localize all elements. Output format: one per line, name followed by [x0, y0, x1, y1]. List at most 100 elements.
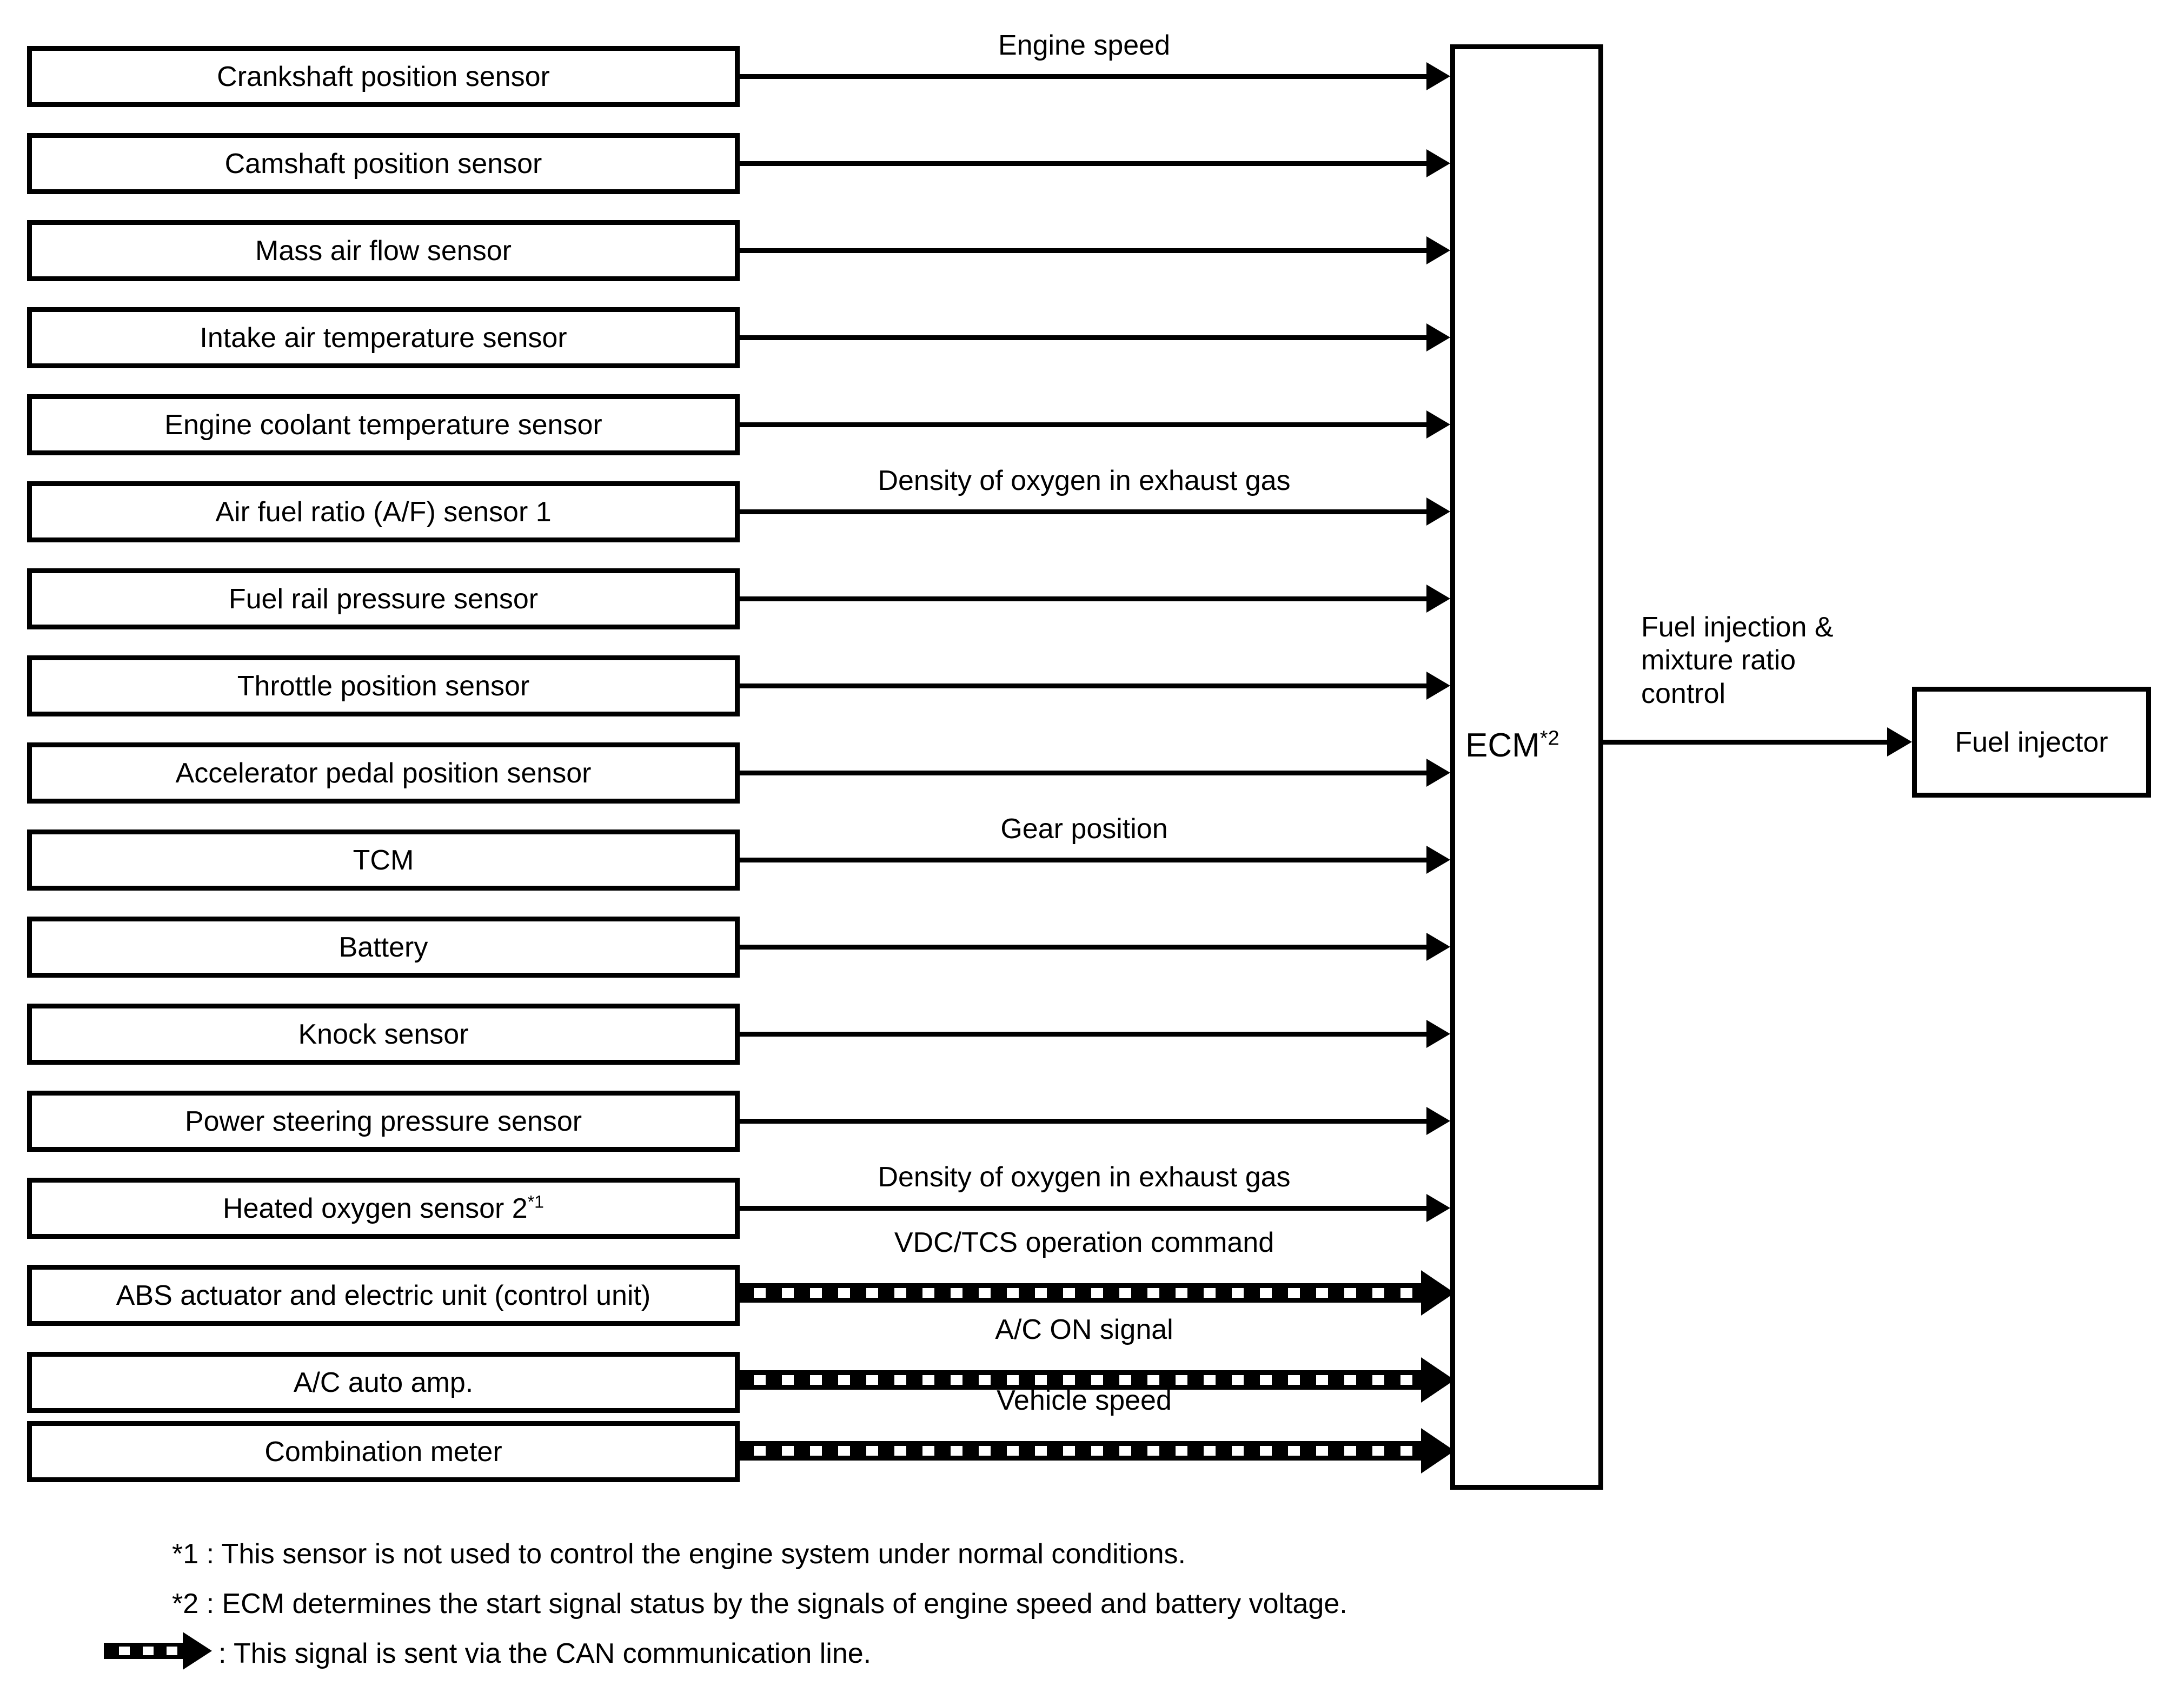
- can-signal-line-vehicle-speed: [740, 1441, 1433, 1461]
- can-dash-segment: [1035, 1288, 1047, 1298]
- can-dash-segment: [1344, 1446, 1356, 1456]
- source-box-label: Crankshaft position sensor: [217, 61, 550, 92]
- signal-line-fuel-rail-pressure: [740, 596, 1429, 601]
- can-dash-segment: [951, 1288, 962, 1298]
- source-box-engine-coolant-temperature-sensor[interactable]: Engine coolant temperature sensor: [27, 394, 740, 455]
- source-box-label: Engine coolant temperature sensor: [164, 409, 602, 441]
- signal-line-engine-coolant-temp: [740, 422, 1429, 427]
- source-box-battery[interactable]: Battery: [27, 917, 740, 978]
- can-dash-segment: [1091, 1288, 1103, 1298]
- footnote-3: : This signal is sent via the CAN commun…: [218, 1638, 872, 1669]
- fuel-injector-label: Fuel injector: [1955, 726, 2108, 758]
- source-box-accelerator-pedal-position-sensor[interactable]: Accelerator pedal position sensor: [27, 742, 740, 804]
- source-box-tcm[interactable]: TCM: [27, 829, 740, 891]
- source-box-label: ABS actuator and electric unit (control …: [116, 1279, 651, 1311]
- arrowhead-icon: [1426, 585, 1450, 613]
- can-dash-segment: [866, 1375, 878, 1385]
- source-box-air-fuel-ratio-sensor-1[interactable]: Air fuel ratio (A/F) sensor 1: [27, 481, 740, 542]
- can-dash-segment: [1147, 1446, 1159, 1456]
- can-dash-segment: [810, 1288, 822, 1298]
- source-box-label: Power steering pressure sensor: [184, 1105, 582, 1137]
- can-dash-segment: [1204, 1288, 1216, 1298]
- can-dash-segment: [1204, 1446, 1216, 1456]
- arrowhead-icon: [1426, 410, 1450, 439]
- can-dash-segment: [1147, 1288, 1159, 1298]
- signal-line-gear-position: [740, 858, 1429, 862]
- source-box-throttle-position-sensor[interactable]: Throttle position sensor: [27, 655, 740, 716]
- can-dash-segment: [1091, 1375, 1103, 1385]
- can-dash-segment: [1035, 1446, 1047, 1456]
- can-dash-segment: [1344, 1288, 1356, 1298]
- source-box-label: Knock sensor: [298, 1018, 469, 1050]
- can-dash-segment: [1400, 1375, 1412, 1385]
- arrowhead-icon: [1426, 672, 1450, 700]
- can-dash-segment: [782, 1446, 794, 1456]
- can-dash-segment: [1119, 1375, 1131, 1385]
- can-dash-segment: [894, 1288, 906, 1298]
- can-dash-segment: [922, 1288, 934, 1298]
- can-dash-segment: [1063, 1446, 1075, 1456]
- signal-label-vehicle-speed: Vehicle speed: [997, 1385, 1172, 1416]
- can-dash-segment: [1119, 1446, 1131, 1456]
- signal-line-heated-oxygen-sensor-2: [740, 1206, 1429, 1211]
- source-box-power-steering-pressure-sensor[interactable]: Power steering pressure sensor: [27, 1091, 740, 1152]
- can-dash-segment: [1316, 1375, 1328, 1385]
- source-box-fuel-rail-pressure-sensor[interactable]: Fuel rail pressure sensor: [27, 568, 740, 629]
- source-box-intake-air-temperature-sensor[interactable]: Intake air temperature sensor: [27, 307, 740, 368]
- can-dash-segment: [1400, 1446, 1412, 1456]
- can-dash-segment: [1316, 1288, 1328, 1298]
- source-box-combination-meter[interactable]: Combination meter: [27, 1421, 740, 1482]
- can-dash-segment: [1007, 1288, 1019, 1298]
- source-box-abs-actuator-and-electric-unit[interactable]: ABS actuator and electric unit (control …: [27, 1265, 740, 1326]
- can-dash-segment: [1288, 1375, 1300, 1385]
- can-dash-segment: [866, 1288, 878, 1298]
- source-box-label: Fuel rail pressure sensor: [228, 583, 539, 615]
- can-dash-segment: [979, 1375, 991, 1385]
- source-box-crankshaft-position-sensor[interactable]: Crankshaft position sensor: [27, 46, 740, 107]
- source-box-heated-oxygen-sensor-2[interactable]: Heated oxygen sensor 2*1: [27, 1178, 740, 1239]
- can-dash-segment: [1232, 1375, 1244, 1385]
- can-signal-line-vdc-tcs: [740, 1283, 1433, 1303]
- source-box-label: Intake air temperature sensor: [200, 322, 567, 354]
- arrowhead-icon: [1426, 933, 1450, 961]
- ecm-box[interactable]: [1450, 44, 1603, 1490]
- source-box-mass-air-flow-sensor[interactable]: Mass air flow sensor: [27, 220, 740, 281]
- can-dash-segment: [1260, 1446, 1272, 1456]
- can-dash-segment: [810, 1446, 822, 1456]
- output-signal-label: Fuel injection & mixture ratio control: [1641, 612, 1834, 709]
- can-dash-segment: [754, 1375, 766, 1385]
- can-dash-segment: [1063, 1375, 1075, 1385]
- source-box-knock-sensor[interactable]: Knock sensor: [27, 1004, 740, 1065]
- source-box-label: Air fuel ratio (A/F) sensor 1: [215, 496, 552, 528]
- footnote-2: *2 : ECM determines the start signal sta…: [172, 1588, 1347, 1620]
- can-dash-segment: [1400, 1288, 1412, 1298]
- can-dash-segment: [1260, 1375, 1272, 1385]
- arrowhead-icon: [1426, 62, 1450, 90]
- can-arrowhead-icon: [1421, 1428, 1455, 1474]
- source-box-ac-auto-amp[interactable]: A/C auto amp.: [27, 1352, 740, 1413]
- can-dash-segment: [922, 1375, 934, 1385]
- can-dash-segment: [1176, 1288, 1187, 1298]
- can-dash-segment: [1344, 1375, 1356, 1385]
- can-dash-segment: [1147, 1375, 1159, 1385]
- signal-line-accelerator-pedal: [740, 771, 1429, 775]
- signal-line-power-steering-pressure: [740, 1119, 1429, 1124]
- arrowhead-icon: [1426, 236, 1450, 264]
- can-dash-segment: [979, 1446, 991, 1456]
- source-box-camshaft-position-sensor[interactable]: Camshaft position sensor: [27, 133, 740, 194]
- can-dash-segment: [1176, 1375, 1187, 1385]
- can-dash-segment: [1232, 1288, 1244, 1298]
- can-dash-segment: [1063, 1288, 1075, 1298]
- can-dash-segment: [1260, 1288, 1272, 1298]
- source-box-label: Throttle position sensor: [237, 670, 530, 702]
- can-arrowhead-icon: [1421, 1357, 1455, 1403]
- can-dash-segment: [1372, 1446, 1384, 1456]
- can-dash-segment: [951, 1446, 962, 1456]
- can-dash-segment: [1035, 1375, 1047, 1385]
- fuel-injector-box[interactable]: Fuel injector: [1912, 687, 2151, 798]
- can-signal-line-ac-on: [740, 1370, 1433, 1390]
- output-signal-line: [1603, 740, 1895, 745]
- can-dash-segment: [838, 1375, 850, 1385]
- can-dash-segment: [1372, 1288, 1384, 1298]
